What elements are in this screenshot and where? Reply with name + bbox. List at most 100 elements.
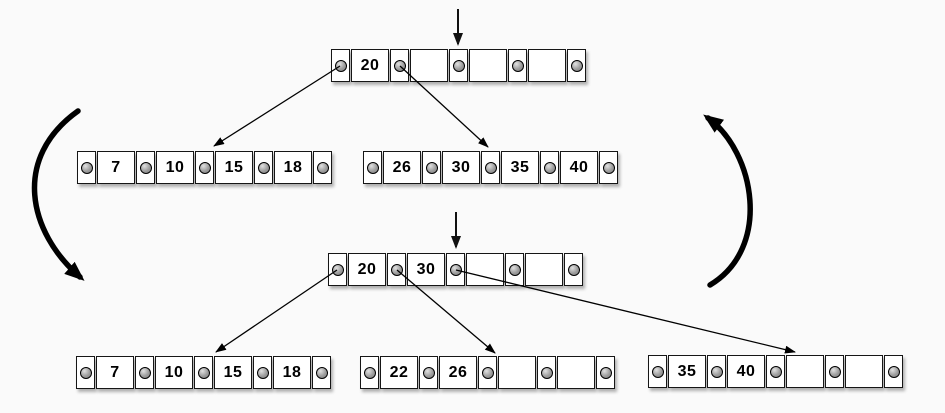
key-cell xyxy=(525,253,563,286)
key-cell: 40 xyxy=(560,151,598,184)
pointer-cell xyxy=(825,355,844,388)
pointer-dot-icon xyxy=(452,59,465,72)
pointer-dot-icon xyxy=(334,59,347,72)
key-cell xyxy=(786,355,824,388)
btree-node-after-right: 35 40 xyxy=(648,355,903,388)
pointer-cell xyxy=(567,49,586,82)
pointer-dot-icon xyxy=(484,161,497,174)
pointer-cell xyxy=(884,355,903,388)
pointer-cell xyxy=(449,49,468,82)
pointer-dot-icon xyxy=(256,366,269,379)
pointer-dot-icon xyxy=(425,161,438,174)
pointer-cell xyxy=(328,253,347,286)
pointer-dot-icon xyxy=(543,161,556,174)
pointer-cell xyxy=(648,355,667,388)
pointer-dot-icon xyxy=(602,161,615,174)
key-cell: 22 xyxy=(380,356,418,389)
pointer-cell xyxy=(76,356,95,389)
key-cell: 15 xyxy=(214,356,252,389)
pointer-dot-icon xyxy=(139,161,152,174)
pointer-cell xyxy=(596,356,615,389)
key-cell: 20 xyxy=(351,49,389,82)
pointer-cell xyxy=(766,355,785,388)
pointer-dot-icon xyxy=(331,263,344,276)
pointer-dot-icon xyxy=(366,161,379,174)
key-cell: 35 xyxy=(501,151,539,184)
pointer-arrow-after-root-to-left-child xyxy=(215,269,338,353)
pointer-dot-icon xyxy=(449,263,462,276)
key-cell: 10 xyxy=(155,356,193,389)
pointer-dot-icon xyxy=(315,366,328,379)
pointer-cell xyxy=(331,49,350,82)
pointer-arrow-before-root-to-left-child xyxy=(213,65,341,147)
pointer-dot-icon xyxy=(390,263,403,276)
key-cell: 40 xyxy=(727,355,765,388)
pointer-cell xyxy=(505,253,524,286)
key-cell xyxy=(845,355,883,388)
key-cell: 26 xyxy=(439,356,477,389)
cycle-up-arrow xyxy=(703,114,753,288)
key-cell: 26 xyxy=(383,151,421,184)
pointer-dot-icon xyxy=(197,366,210,379)
pointer-dot-icon xyxy=(422,366,435,379)
key-cell xyxy=(557,356,595,389)
pointer-dot-icon xyxy=(511,59,524,72)
pointer-cell xyxy=(508,49,527,82)
key-cell: 18 xyxy=(274,151,312,184)
key-cell: 7 xyxy=(96,356,134,389)
pointer-cell xyxy=(360,356,379,389)
pointer-cell xyxy=(253,356,272,389)
pointer-dot-icon xyxy=(567,263,580,276)
btree-node-after-mid: 22 26 xyxy=(360,356,615,389)
key-cell: 20 xyxy=(348,253,386,286)
key-cell: 18 xyxy=(273,356,311,389)
key-cell xyxy=(469,49,507,82)
pointer-dot-icon xyxy=(79,366,92,379)
key-cell: 30 xyxy=(407,253,445,286)
key-cell: 15 xyxy=(215,151,253,184)
pointer-dot-icon xyxy=(80,161,93,174)
pointer-dot-icon xyxy=(710,365,723,378)
pointer-dot-icon xyxy=(481,366,494,379)
pointer-cell xyxy=(419,356,438,389)
pointer-cell xyxy=(312,356,331,389)
pointer-cell xyxy=(390,49,409,82)
pointer-cell xyxy=(599,151,618,184)
pointer-cell xyxy=(537,356,556,389)
pointer-cell xyxy=(478,356,497,389)
pointer-dot-icon xyxy=(570,59,583,72)
pointer-cell xyxy=(387,253,406,286)
pointer-cell xyxy=(254,151,273,184)
key-cell xyxy=(498,356,536,389)
pointer-dot-icon xyxy=(198,161,211,174)
cycle-down-arrow xyxy=(31,108,85,281)
pointer-cell xyxy=(363,151,382,184)
key-cell: 35 xyxy=(668,355,706,388)
pointer-cell xyxy=(77,151,96,184)
pointer-cell xyxy=(135,356,154,389)
pointer-dot-icon xyxy=(540,366,553,379)
pointer-dot-icon xyxy=(138,366,151,379)
key-cell: 10 xyxy=(156,151,194,184)
pointer-cell xyxy=(540,151,559,184)
pointer-dot-icon xyxy=(363,366,376,379)
key-cell xyxy=(410,49,448,82)
pointer-cell xyxy=(564,253,583,286)
pointer-cell xyxy=(422,151,441,184)
pointer-dot-icon xyxy=(828,365,841,378)
pointer-dot-icon xyxy=(316,161,329,174)
pointer-dot-icon xyxy=(599,366,612,379)
btree-node-before-right: 26 30 35 40 xyxy=(363,151,618,184)
btree-node-after-left: 7 10 15 18 xyxy=(76,356,331,389)
pointer-dot-icon xyxy=(393,59,406,72)
pointer-dot-icon xyxy=(257,161,270,174)
pointer-cell xyxy=(446,253,465,286)
key-cell xyxy=(466,253,504,286)
pointer-dot-icon xyxy=(508,263,521,276)
key-cell: 30 xyxy=(442,151,480,184)
pointer-cell xyxy=(195,151,214,184)
pointer-cell xyxy=(707,355,726,388)
